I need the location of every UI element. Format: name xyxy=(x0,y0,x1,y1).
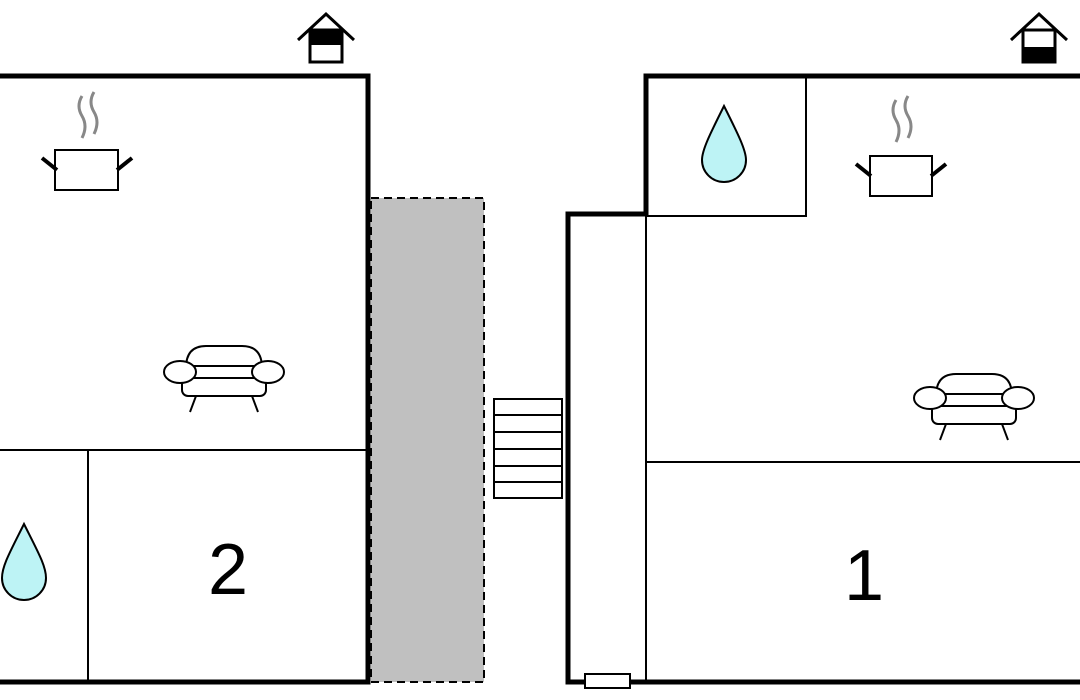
water-drop-icon xyxy=(700,103,748,183)
floor-2-outline xyxy=(0,73,371,685)
kitchen-pot-icon xyxy=(40,91,134,191)
house-floor-indicator-icon xyxy=(1009,11,1069,64)
sofa-icon xyxy=(913,373,1035,441)
sofa-icon xyxy=(163,345,285,413)
entrance-door xyxy=(584,673,631,689)
entrance-stairs xyxy=(493,398,563,499)
water-drop-icon xyxy=(0,521,48,601)
floor-plan-2: 2 xyxy=(0,11,371,685)
terrace-area xyxy=(370,197,485,683)
room-label-2: 2 xyxy=(208,530,248,610)
house-floor-indicator-icon xyxy=(296,11,356,64)
floor-1-bathroom-wall xyxy=(645,75,807,217)
room-label-1: 1 xyxy=(844,536,884,616)
floor-plan-1: 1 xyxy=(565,11,1080,689)
kitchen-pot-icon xyxy=(854,95,948,197)
